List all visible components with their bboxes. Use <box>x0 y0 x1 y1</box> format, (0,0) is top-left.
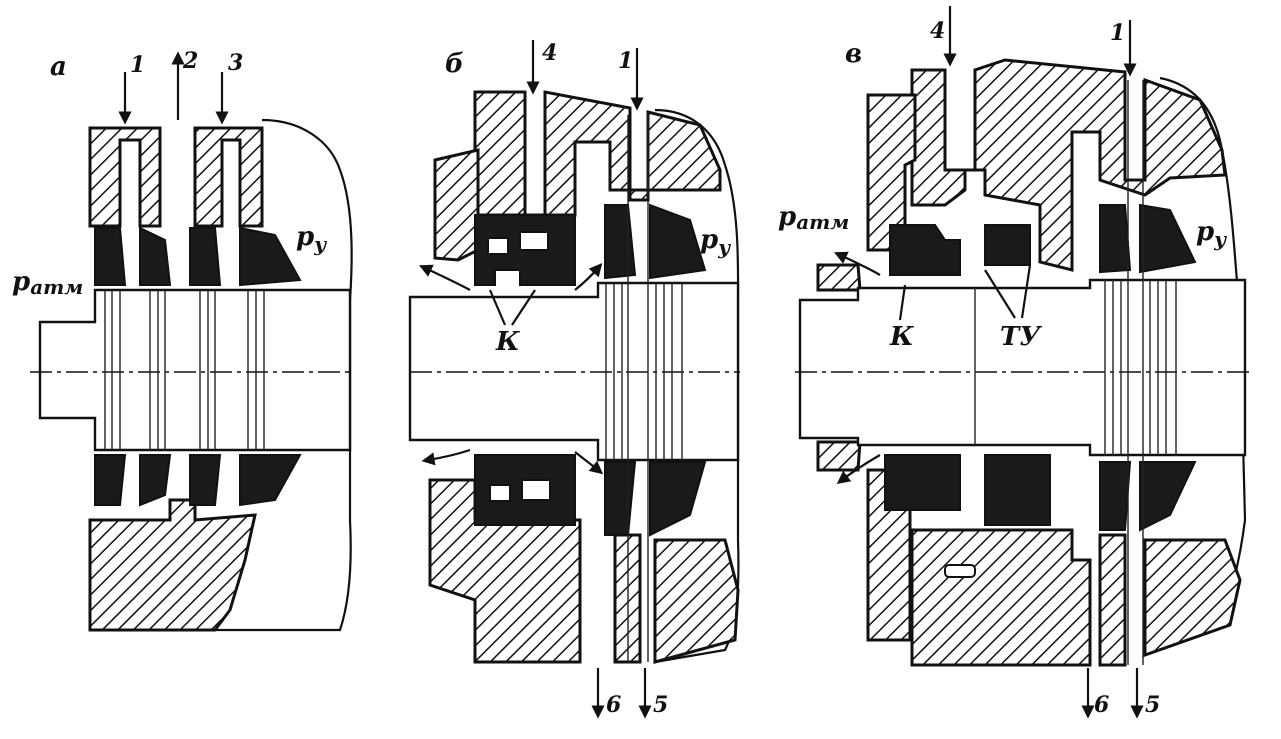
panel-c-tu-seal-bottom <box>984 454 1051 526</box>
panel-c-letter: в <box>845 39 862 69</box>
panel-c-sleeve-bottom <box>816 440 862 472</box>
panel-c-port-1-label: 1 <box>1110 20 1125 46</box>
panel-b-k-label: К <box>495 327 520 357</box>
panel-c-k-pointer <box>898 284 907 321</box>
panel-c-cover-top <box>866 93 917 252</box>
panel-b-housing-bottom-far <box>653 538 740 664</box>
panel-b-k-pointer-1 <box>488 289 507 326</box>
panel-a-seal-bot-1 <box>94 454 127 506</box>
panel-a-seal-top-1 <box>94 227 127 286</box>
panel-c-housing-bottom-right <box>1098 533 1127 667</box>
panel-b-flow-arrow-right-top <box>574 262 603 291</box>
panel-c: в 4 1 6 5 К ТУ ратм ру <box>778 6 1250 719</box>
panel-c-tu-pointer-1 <box>984 269 1016 319</box>
panel-b-seal-top-2 <box>649 203 707 280</box>
panel-c-tu-label: ТУ <box>1000 322 1042 352</box>
panel-b-seal-top-1 <box>604 204 637 280</box>
panel-a-housing-outline <box>215 118 353 632</box>
panel-a-port-1-label: 1 <box>130 52 145 78</box>
panel-c-port-5-label: 5 <box>1145 692 1160 718</box>
panel-c-port-4-label: 4 <box>930 18 945 44</box>
panel-c-shaft <box>798 278 1247 457</box>
panel-c-tu-pointer-2 <box>1020 264 1032 319</box>
panel-b-housing-top <box>473 90 722 227</box>
panel-b-letter: б <box>445 49 464 79</box>
panel-c-seal-top-1 <box>1099 204 1132 274</box>
panel-b-cover-top <box>433 148 480 262</box>
panel-a-port-3-label: 3 <box>228 50 243 76</box>
panel-b-port-1-label: 1 <box>618 48 633 74</box>
panel-c-seal-block-top <box>889 224 961 276</box>
panel-b-k-pointer-2 <box>511 289 536 326</box>
panel-b-flow-arrow-left-top <box>419 264 471 291</box>
panel-a-seal-bot-4 <box>239 454 302 507</box>
panel-b: б 4 1 6 5 К ру <box>408 40 740 719</box>
panel-a-seal-bot-2 <box>139 454 172 507</box>
panel-a-housing-bottom <box>88 498 257 632</box>
panel-c-seal-top-2 <box>1139 203 1197 274</box>
panel-c-sleeve-top <box>816 263 862 292</box>
panel-b-port-4-label: 4 <box>542 40 557 66</box>
panel-a-seal-top-4 <box>239 226 302 287</box>
panel-a-grooves <box>104 290 265 450</box>
panel-a-letter: а <box>50 52 67 82</box>
panel-c-p-atm: ратм <box>778 202 849 234</box>
panel-b-port-5-label: 5 <box>653 692 668 718</box>
panel-b-seal-bot-1 <box>604 461 637 536</box>
panel-a-housing-top-mid <box>193 126 264 228</box>
panel-c-seal-block-bottom <box>884 454 961 511</box>
panel-b-seal-bot-2 <box>649 461 707 537</box>
panel-c-housing-bottom-far <box>1143 538 1242 658</box>
panel-a-shaft <box>38 288 352 452</box>
panel-c-flow-arrow-bot <box>836 454 881 485</box>
panel-a-seal-top-2 <box>139 226 172 286</box>
panel-c-grooves <box>974 280 1177 455</box>
panel-a-p-y: ру <box>296 222 327 256</box>
panel-b-p-y: ру <box>700 225 731 259</box>
panel-c-p-y: ру <box>1196 217 1227 251</box>
panel-c-housing-bottom-mid <box>910 528 1092 667</box>
panel-c-k-label: К <box>889 322 914 352</box>
panel-c-housing-top <box>910 58 1227 272</box>
panel-b-flow-arrow-right-bot <box>574 451 604 475</box>
panel-b-grooves <box>605 283 683 460</box>
panel-c-flow-arrow-top <box>834 251 881 276</box>
panel-a-p-atm: ратм <box>12 267 83 299</box>
panel-a-seal-top-3 <box>189 227 222 286</box>
panel-c-port-6-label: 6 <box>1094 692 1109 718</box>
panel-a-port-2-label: 2 <box>182 48 198 74</box>
panel-a-seal-bot-3 <box>189 454 222 506</box>
panel-c-tu-seal-top <box>984 224 1031 266</box>
panel-b-flow-arrow-left-bot <box>421 448 471 466</box>
panel-a: а 1 2 3 ратм ру <box>12 48 353 632</box>
panel-c-seal-bot-1 <box>1099 461 1132 531</box>
panel-a-housing-top <box>88 126 162 228</box>
panel-b-port-6-label: 6 <box>606 692 621 718</box>
panel-c-seal-bot-2 <box>1139 461 1197 532</box>
